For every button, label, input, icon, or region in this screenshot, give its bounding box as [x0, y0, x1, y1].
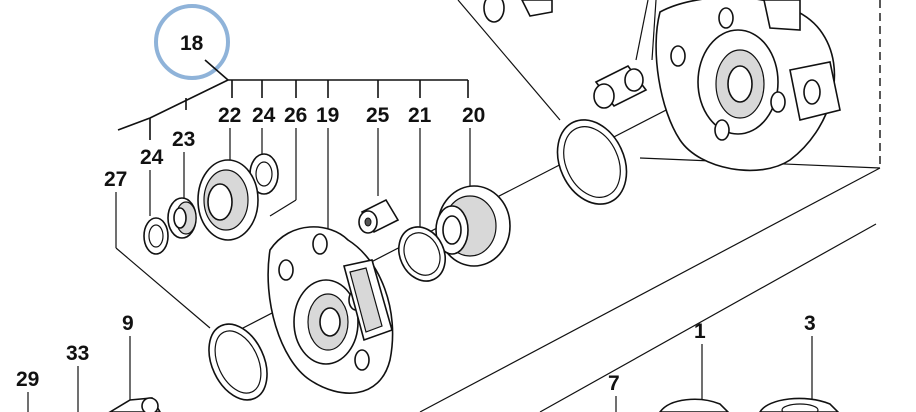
snap-ring-21 — [398, 226, 446, 282]
callout-label-29: 29 — [16, 368, 39, 391]
callout-label-26: 26 — [284, 104, 307, 127]
gear-20 — [435, 185, 511, 267]
snap-ring-27 — [208, 323, 268, 401]
callout-label-33: 33 — [66, 342, 89, 365]
callout-label-20: 20 — [462, 104, 485, 127]
callout-label-1: 1 — [694, 320, 706, 343]
partial-parts-top — [483, 0, 553, 23]
snap-ring-right — [556, 119, 628, 205]
callout-label-23: 23 — [172, 128, 195, 151]
shaft-bottom-left — [108, 397, 161, 412]
assembly-circle-icon — [154, 4, 230, 80]
pin-top — [593, 64, 648, 109]
carrier-housing-top — [635, 0, 841, 172]
assembly-bracket — [117, 59, 469, 140]
callout-label-25: 25 — [366, 104, 390, 127]
callout-label-7: 7 — [608, 372, 620, 395]
callout-label-24a: 24 — [252, 104, 276, 127]
carrier-19 — [267, 226, 394, 394]
callout-label-21: 21 — [408, 104, 432, 127]
leader-lines — [27, 128, 813, 412]
pin-25 — [358, 198, 400, 234]
callout-label-19: 19 — [316, 104, 339, 127]
bearing-23 — [167, 197, 197, 239]
callout-label-24b: 24 — [140, 146, 164, 169]
callout-label-27: 27 — [104, 168, 127, 191]
callout-label-9: 9 — [122, 312, 134, 335]
parts-bottom-right — [659, 397, 840, 412]
frame-outline — [419, 0, 881, 412]
callout-label-22: 22 — [218, 104, 241, 127]
callout-label-18: 18 — [180, 32, 204, 55]
washer-24-lower — [143, 217, 169, 255]
callout-18-assembly[interactable]: 18 — [154, 4, 230, 80]
gear-22 — [197, 159, 259, 241]
callout-label-3: 3 — [804, 312, 816, 335]
